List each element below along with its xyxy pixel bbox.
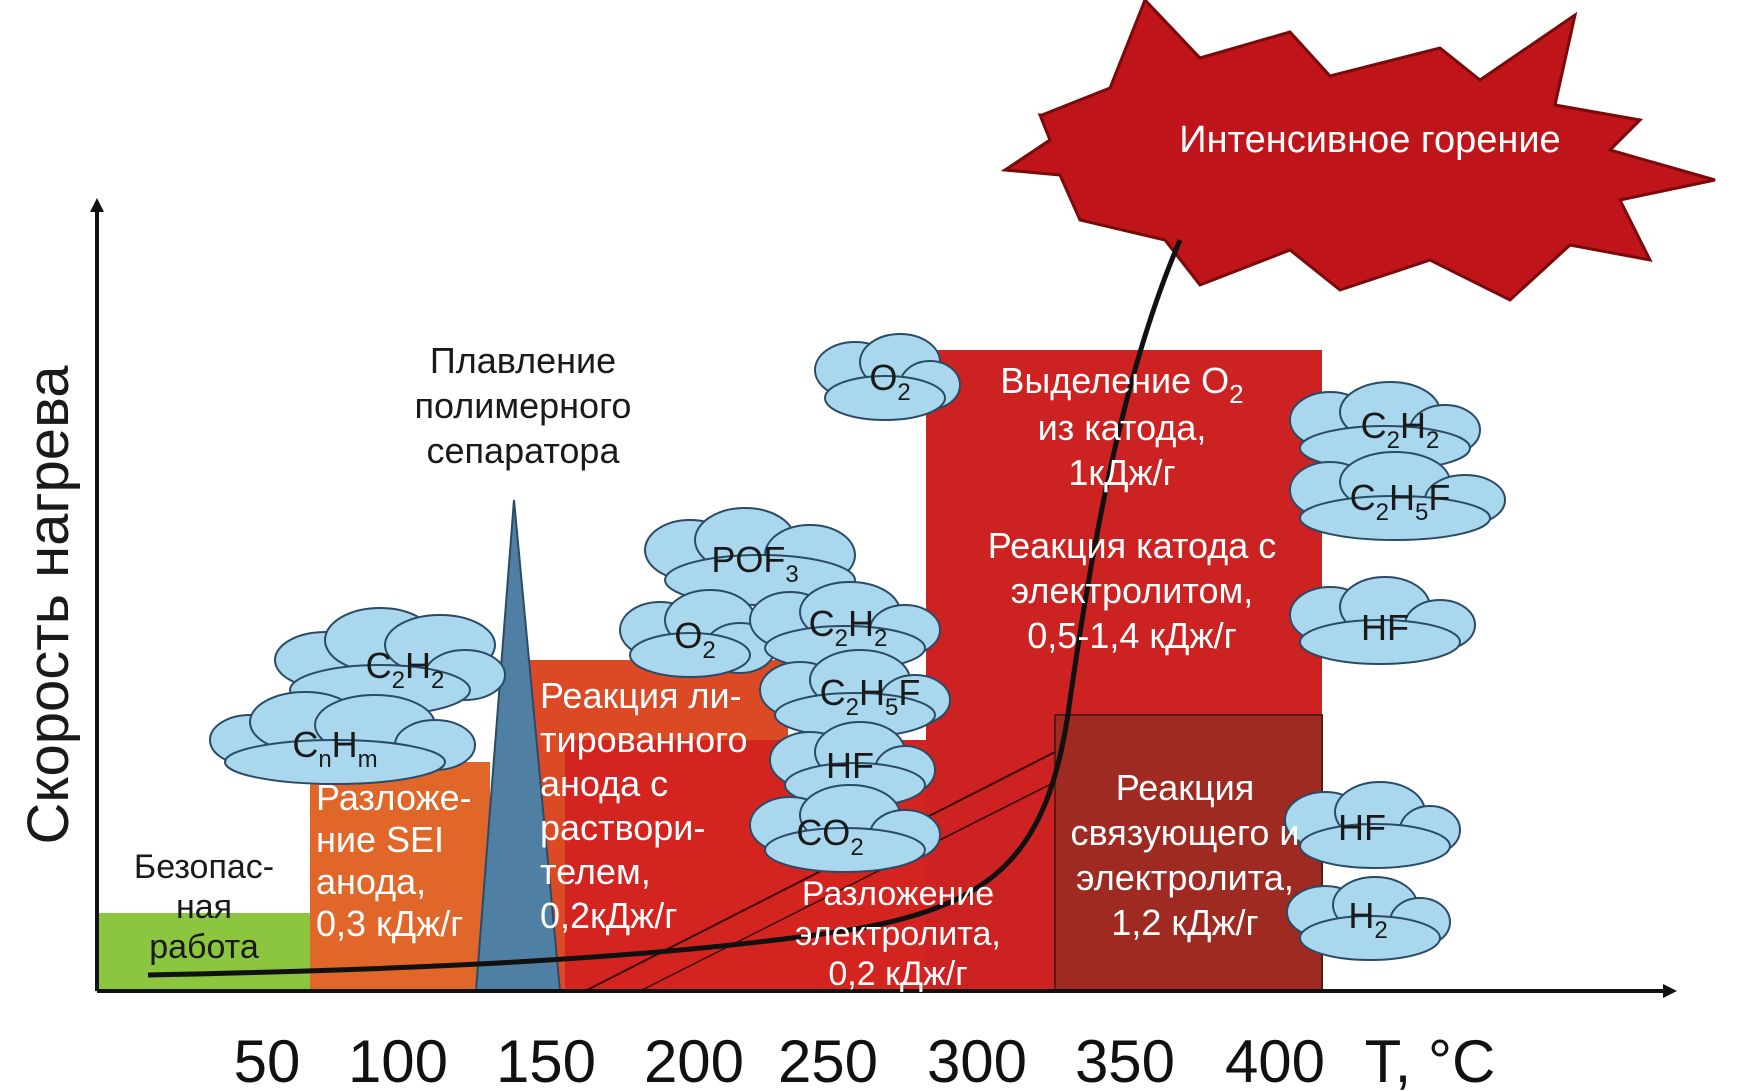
label-cathode-o2-line: Выделение O2 (1000, 360, 1243, 409)
label-separator-melting: Плавление полимерного сепаратора (415, 340, 632, 471)
label-binder-reaction: Реакция связующего и электролита, 1,2 кД… (1070, 767, 1299, 943)
x-tick-200: 200 (644, 1028, 744, 1091)
label-cathode-electrolyte-line: электролитом, (1011, 570, 1253, 611)
label-anode-line: анода с (540, 763, 668, 804)
label-anode-line: тированного (540, 719, 748, 760)
x-tick-100: 100 (348, 1028, 448, 1091)
gas-h2: H2 (1348, 895, 1387, 944)
label-cathode-o2-line: 1кДж/г (1068, 452, 1175, 493)
heating-rate-curve (147, 239, 1183, 978)
label-cathode-o2-release: Выделение O2 из катода, 1кДж/г (1000, 360, 1243, 493)
x-tick-50: 50 (234, 1028, 301, 1091)
label-cathode-electrolyte-line: 0,5-1,4 кДж/г (1027, 615, 1236, 656)
label-anode-line: раствори- (540, 807, 705, 848)
binder-diagonal-line (639, 781, 1056, 992)
gas-co2: CO2 (796, 812, 863, 861)
cloud-h2 (1286, 876, 1451, 961)
label-anode-line: 0,2кДж/г (540, 895, 677, 936)
gas-hf-right-bottom: HF (1338, 807, 1386, 848)
label-binder-line: связующего и (1070, 812, 1299, 853)
zone-binder-reaction (1054, 714, 1323, 992)
gas-c2h5f-right: C2H5F (1350, 477, 1451, 526)
x-axis-unit: T, °C (1365, 1028, 1496, 1091)
label-cathode-o2-line: из катода, (1038, 407, 1207, 448)
gas-c2h2-middle: C2H2 (809, 603, 888, 652)
label-cathode-electrolyte-reaction: Реакция катода с электролитом, 0,5-1,4 к… (988, 525, 1277, 656)
label-binder-line: Реакция (1116, 767, 1254, 808)
cloud-c2h5f-middle (759, 649, 951, 738)
cloud-hf-right-top (1289, 576, 1476, 665)
label-separator-line: полимерного (415, 385, 632, 426)
label-electrolyte-line: Разложение (802, 875, 994, 913)
label-anode-line: телем, (540, 851, 651, 892)
label-binder-line: 1,2 кДж/г (1111, 902, 1258, 943)
label-sei-decomposition: Разложе- ние SEI анода, 0,3 кДж/г (316, 777, 472, 944)
gas-o2-middle: O2 (674, 615, 715, 664)
label-separator-line: Плавление (430, 340, 616, 381)
cloud-hf-right-bottom (1284, 781, 1461, 869)
gas-c2h5f-middle: C2H5F (820, 672, 921, 721)
gas-hf-right-top: HF (1361, 607, 1409, 648)
label-intensive-combustion: Интенсивное горение (1179, 119, 1560, 161)
label-sei-line: анода, (316, 861, 426, 902)
gas-c2h2-right: C2H2 (1361, 405, 1440, 454)
label-safe-line: работа (149, 928, 259, 966)
x-tick-150: 150 (496, 1028, 596, 1091)
gas-pof3: POF3 (711, 539, 798, 588)
label-anode-reaction: Реакция ли- тированного анода с раствори… (540, 675, 748, 936)
cloud-c2h5f-right (1289, 451, 1506, 541)
gas-c2h2-left: C2H2 (366, 645, 445, 694)
label-separator-line: сепаратора (427, 430, 621, 471)
label-binder-line: электролита, (1076, 857, 1294, 898)
label-sei-line: ние SEI (316, 819, 444, 860)
x-tick-350: 350 (1075, 1028, 1175, 1091)
cloud-o2-top (814, 333, 961, 421)
label-sei-line: 0,3 кДж/г (316, 903, 463, 944)
gas-o2-top: O2 (869, 357, 910, 406)
x-tick-400: 400 (1225, 1028, 1325, 1091)
combustion-starburst (1000, 0, 1716, 302)
label-cathode-electrolyte-line: Реакция катода с (988, 525, 1277, 566)
label-safe-line: ная (176, 888, 232, 926)
label-electrolyte-decomposition: Разложение электролита, 0,2 кДж/г (795, 875, 1001, 993)
cloud-cnhm (209, 691, 476, 785)
cloud-co2 (749, 784, 941, 873)
label-safe-line: Безопас- (134, 848, 274, 886)
x-tick-250: 250 (778, 1028, 878, 1091)
y-axis-label: Скорость нагрева (16, 365, 81, 845)
label-anode-line: Реакция ли- (540, 675, 742, 716)
x-tick-300: 300 (927, 1028, 1027, 1091)
gas-hf-middle: HF (826, 745, 874, 786)
label-safe-operation: Безопас- ная работа (134, 848, 274, 966)
zone-safe-operation (97, 913, 315, 991)
gas-cnhm: CnHm (292, 724, 377, 773)
label-electrolyte-line: 0,2 кДж/г (828, 955, 967, 993)
cloud-o2-middle (619, 589, 776, 678)
label-electrolyte-line: электролита, (795, 915, 1001, 953)
zone-sei-decomposition (310, 762, 490, 991)
label-sei-line: Разложе- (316, 777, 472, 818)
